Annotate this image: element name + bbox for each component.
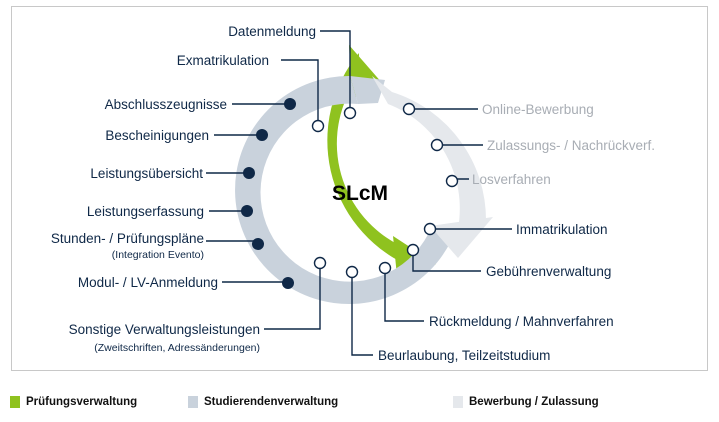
label-sonstige-sub: (Zweitschriften, Adressänderungen) — [94, 342, 260, 354]
label-immatrikulation: Immatrikulation — [516, 222, 608, 237]
label-losverfahren: Losverfahren — [472, 172, 551, 187]
label-leistungserfassung: Leistungserfassung — [87, 204, 204, 219]
ring-arrow-right — [430, 217, 493, 258]
label-sonstige: Sonstige Verwaltungsleistungen — [69, 322, 260, 337]
label-modul-anmeldung: Modul- / LV-Anmeldung — [78, 275, 218, 290]
label-online-bewerbung: Online-Bewerbung — [482, 102, 594, 117]
legend-item-pruefungsverwaltung: Prüfungsverwaltung — [10, 396, 137, 408]
legend-swatch — [10, 396, 20, 408]
filled-markers — [241, 98, 296, 289]
ring-segment-pruefungsverwaltung — [327, 53, 407, 265]
legend: Prüfungsverwaltung Studierendenverwaltun… — [10, 396, 710, 416]
label-datenmeldung: Datenmeldung — [228, 24, 316, 39]
hollow-markers — [311, 102, 459, 279]
label-beurlaubung: Beurlaubung, Teilzeitstudium — [378, 348, 550, 363]
diagram-frame — [11, 6, 708, 371]
legend-swatch — [453, 396, 463, 408]
label-gebuehren: Gebührenverwaltung — [486, 264, 611, 279]
slcm-cycle-diagram: SLcM — [51, 24, 655, 363]
label-stundenplaene: Stunden- / Prüfungspläne — [51, 231, 204, 246]
legend-label: Studierendenverwaltung — [204, 396, 339, 408]
center-label: SLcM — [332, 182, 388, 205]
label-leistungsuebersicht: Leistungsübersicht — [90, 166, 203, 181]
ring-segment-bewerbung — [372, 76, 487, 241]
legend-label: Prüfungsverwaltung — [26, 396, 138, 408]
legend-item-studierendenverwaltung: Studierendenverwaltung — [188, 396, 338, 408]
label-bescheinigungen: Bescheinigungen — [105, 128, 209, 143]
label-exmatrikulation: Exmatrikulation — [177, 53, 269, 68]
legend-item-bewerbung: Bewerbung / Zulassung — [453, 396, 599, 408]
legend-label: Bewerbung / Zulassung — [469, 396, 599, 408]
connector-lines — [206, 30, 512, 356]
label-rueckmeldung: Rückmeldung / Mahnverfahren — [429, 314, 614, 329]
label-abschlusszeugnisse: Abschlusszeugnisse — [105, 97, 227, 112]
label-stundenplaene-sub: (Integration Evento) — [112, 249, 204, 261]
legend-swatch — [188, 396, 198, 408]
label-zulassung: Zulassungs- / Nachrückverf. — [487, 138, 655, 153]
